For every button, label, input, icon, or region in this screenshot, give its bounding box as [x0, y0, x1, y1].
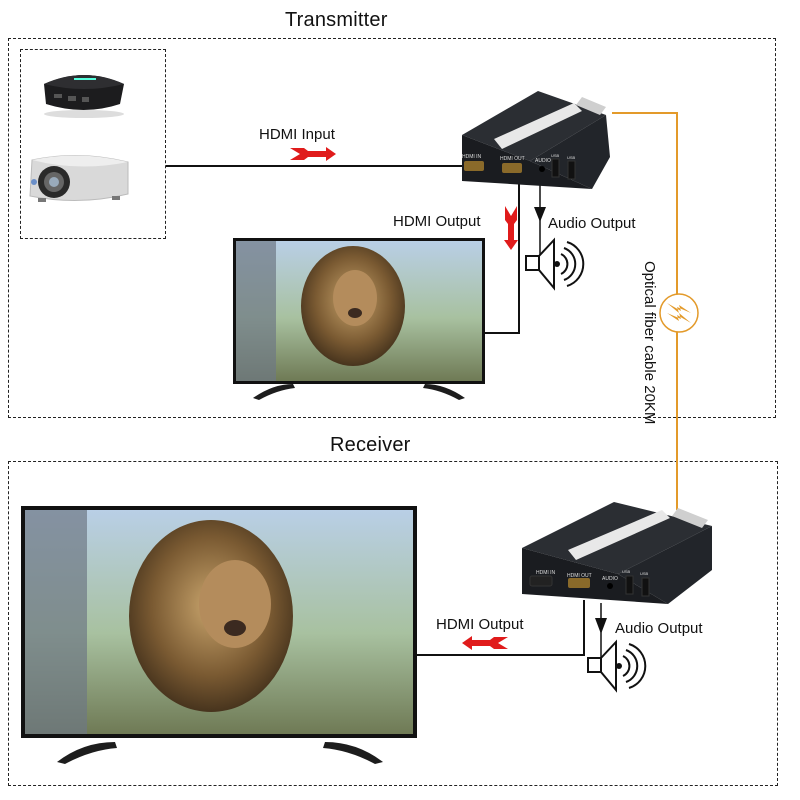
transmitter-device: [462, 91, 610, 189]
transmitter-title: Transmitter: [285, 9, 388, 31]
fiber-cable-line: [612, 112, 678, 510]
tx-hdmi-output-arrow-icon: [504, 206, 518, 250]
rx-port-usb-1: USB: [622, 569, 631, 574]
receiver-box: [8, 461, 778, 786]
rx-audio-arrowhead: [595, 618, 607, 634]
rx-port-hdmi-in: HDMI IN: [536, 570, 556, 576]
tx-port-hdmi-in: HDMI IN: [462, 154, 482, 160]
rx-speaker-icon: [587, 639, 647, 693]
fiber-signal-icon: [659, 293, 699, 333]
tx-audio-arrowhead: [534, 207, 546, 222]
rx-hdmi-output-label: HDMI Output: [436, 616, 524, 633]
receiver-device: [522, 502, 712, 604]
rx-hdmi-output-line: [414, 600, 585, 656]
transmitter-box: [8, 38, 776, 418]
hdmi-input-arrow-icon: [290, 147, 336, 161]
rx-port-audio: AUDIO: [602, 576, 618, 582]
fiber-cable-label: Optical fiber cable 20KM: [641, 261, 658, 425]
receiver-tv: [21, 506, 417, 764]
projector-icon: [29, 155, 129, 202]
receiver-title: Receiver: [330, 434, 411, 456]
rx-hdmi-output-arrow-icon: [462, 636, 508, 650]
tv-box-icon: [44, 75, 124, 118]
tx-hdmi-output-line: [484, 180, 520, 334]
rx-audio-output-label: Audio Output: [615, 620, 703, 637]
tx-speaker-icon: [525, 237, 585, 291]
rx-port-usb-2: USB: [640, 571, 649, 576]
source-devices-box: [20, 49, 166, 239]
tx-port-usb-1: USB: [551, 153, 560, 158]
tx-audio-output-label: Audio Output: [548, 215, 636, 232]
rx-port-hdmi-out: HDMI OUT: [567, 573, 592, 579]
tx-hdmi-output-label: HDMI Output: [393, 213, 481, 230]
tx-port-usb-2: USB: [567, 155, 576, 160]
tx-port-hdmi-out: HDMI OUT: [500, 156, 525, 162]
transmitter-tv: [233, 238, 485, 400]
tx-port-audio: AUDIO: [535, 158, 551, 164]
hdmi-input-label: HDMI Input: [259, 126, 335, 143]
